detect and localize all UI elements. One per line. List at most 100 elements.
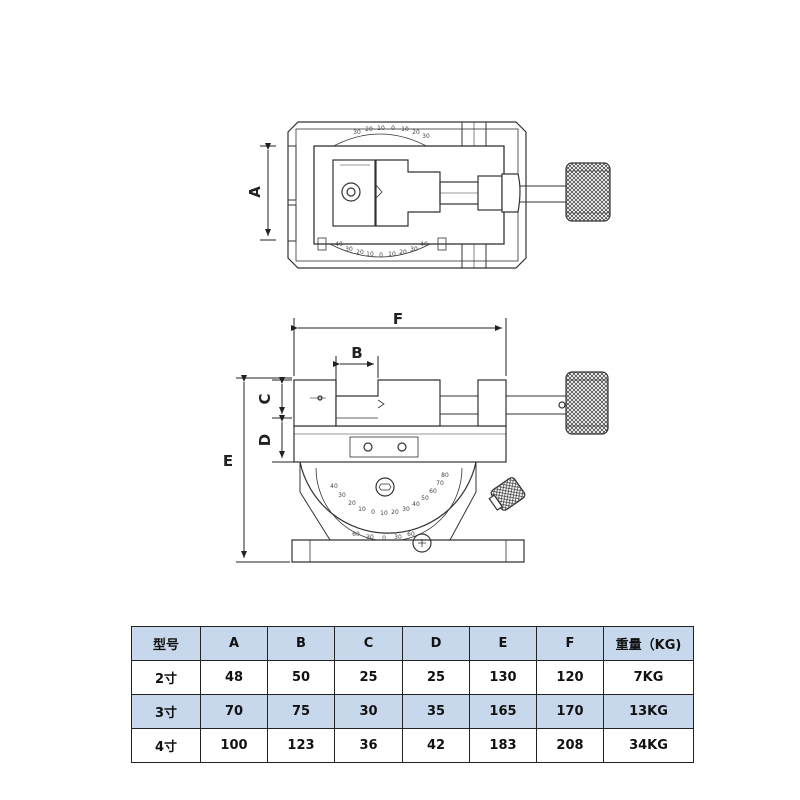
top-scale-lower-3: 10: [366, 251, 374, 258]
top-view-jaw-screw: [341, 182, 361, 202]
front-scale-inner-0: 40: [330, 483, 338, 490]
table-cell: 208: [536, 728, 604, 763]
table-cell: 70: [200, 694, 268, 729]
front-scale-inner-9: 50: [421, 495, 429, 502]
front-view-scale: 40 30 20 10 0 10 20 30 40 50 60 70 80 60…: [330, 472, 449, 542]
table-cell: 25: [334, 660, 403, 695]
front-scale-inner-5: 10: [380, 510, 388, 517]
top-scale-upper-6: 30: [422, 133, 430, 140]
dimension-c-label: C: [256, 393, 274, 404]
dimension-e-label: E: [223, 452, 233, 470]
top-view-fixed-jaw: [332, 159, 376, 227]
dimension-b-label: B: [351, 344, 362, 362]
header-weight: 重量（KG): [603, 626, 694, 661]
header-f: F: [536, 626, 604, 661]
table-cell: 130: [469, 660, 537, 695]
front-scale-inner-1: 30: [338, 492, 346, 499]
table-cell: 165: [469, 694, 537, 729]
table-cell: 30: [334, 694, 403, 729]
table-row: 2寸 48 50 25 25 130 120 7KG: [131, 660, 694, 695]
table-cell: 25: [402, 660, 470, 695]
front-scale-inner-8: 40: [412, 501, 420, 508]
top-scale-upper-4: 10: [401, 126, 409, 133]
dimension-a-label: A: [246, 186, 264, 198]
front-scale-inner-12: 80: [441, 472, 449, 479]
spec-table: 型号 A B C D E F 重量（KG) 2寸 48 50 25 25 130…: [131, 626, 694, 763]
front-scale-outer-1: 30: [366, 534, 374, 541]
front-view-protractor-disc: [299, 461, 477, 534]
front-scale-outer-4: 60: [407, 531, 415, 538]
table-row: 4寸 100 123 36 42 183 208 34KG: [131, 728, 694, 763]
top-scale-lower-0: 40: [335, 241, 343, 248]
table-cell: 48: [200, 660, 268, 695]
front-scale-inner-11: 70: [436, 480, 444, 487]
front-view: [291, 371, 609, 563]
front-view-center-bolt: [375, 477, 395, 497]
top-view-moving-jaw: [375, 159, 441, 227]
top-scale-lower-8: 40: [420, 241, 428, 248]
table-cell: 35: [402, 694, 470, 729]
top-scale-lower-4: 0: [379, 252, 383, 259]
dimension-f-label: F: [393, 310, 403, 328]
top-scale-lower-2: 20: [356, 249, 364, 256]
top-scale-upper-0: 30: [353, 129, 361, 136]
front-scale-inner-6: 20: [391, 509, 399, 516]
top-scale-lower-1: 30: [345, 246, 353, 253]
top-scale-lower-6: 20: [399, 249, 407, 256]
front-scale-outer-0: 60: [352, 531, 360, 538]
table-cell: 2寸: [131, 660, 201, 695]
table-cell: 100: [200, 728, 268, 763]
dimension-b: [333, 356, 379, 394]
top-view-left-slot: [287, 145, 297, 201]
header-model: 型号: [131, 626, 201, 661]
header-a: A: [200, 626, 268, 661]
front-view-spindle-block: [477, 379, 507, 427]
front-view-name-plate: [349, 436, 419, 458]
top-view: [287, 121, 611, 269]
table-cell: 42: [402, 728, 470, 763]
front-scale-outer-3: 30: [394, 534, 402, 541]
header-d: D: [402, 626, 470, 661]
top-scale-upper-5: 20: [412, 129, 420, 136]
front-view-knurled-handle: [565, 371, 609, 435]
top-view-scale: 30 20 10 0 10 20 30 40 30 20 10 0 10 20 …: [335, 125, 430, 259]
table-cell: 36: [334, 728, 403, 763]
dimension-a: [260, 143, 276, 241]
top-view-knurled-handle: [565, 162, 611, 222]
top-view-protractor-arc: [329, 133, 431, 149]
vise-technical-drawing: 30 20 10 0 10 20 30 40 30 20 10 0 10 20 …: [223, 121, 611, 563]
header-c: C: [334, 626, 403, 661]
front-scale-inner-2: 20: [348, 500, 356, 507]
front-view-moving-jaw: [335, 379, 441, 427]
dimension-e: [236, 375, 292, 563]
table-cell: 13KG: [603, 694, 694, 729]
table-header-row: 型号 A B C D E F 重量（KG): [131, 626, 694, 661]
front-scale-inner-4: 0: [371, 509, 375, 516]
table-cell: 170: [536, 694, 604, 729]
top-scale-upper-3: 0: [391, 125, 395, 132]
front-scale-outer-2: 0: [382, 535, 386, 542]
front-view-base: [291, 539, 525, 563]
top-scale-upper-1: 20: [365, 126, 373, 133]
dimension-c-d: [272, 377, 298, 463]
top-scale-upper-2: 10: [377, 125, 385, 132]
table-cell: 7KG: [603, 660, 694, 695]
table-cell: 123: [267, 728, 335, 763]
table-cell: 120: [536, 660, 604, 695]
header-e: E: [469, 626, 537, 661]
table-cell: 3寸: [131, 694, 201, 729]
front-scale-inner-10: 60: [429, 488, 437, 495]
top-scale-lower-5: 10: [388, 251, 396, 258]
dimension-f: [291, 318, 507, 376]
header-b: B: [267, 626, 335, 661]
table-row: 3寸 70 75 30 35 165 170 13KG: [131, 694, 694, 729]
table-cell: 50: [267, 660, 335, 695]
table-cell: 34KG: [603, 728, 694, 763]
front-view-lock-knob: [488, 477, 526, 511]
table-cell: 75: [267, 694, 335, 729]
front-scale-inner-3: 10: [358, 506, 366, 513]
top-scale-lower-7: 30: [410, 246, 418, 253]
dimension-d-label: D: [256, 434, 274, 446]
front-view-base-screw: [412, 533, 432, 553]
table-cell: 183: [469, 728, 537, 763]
